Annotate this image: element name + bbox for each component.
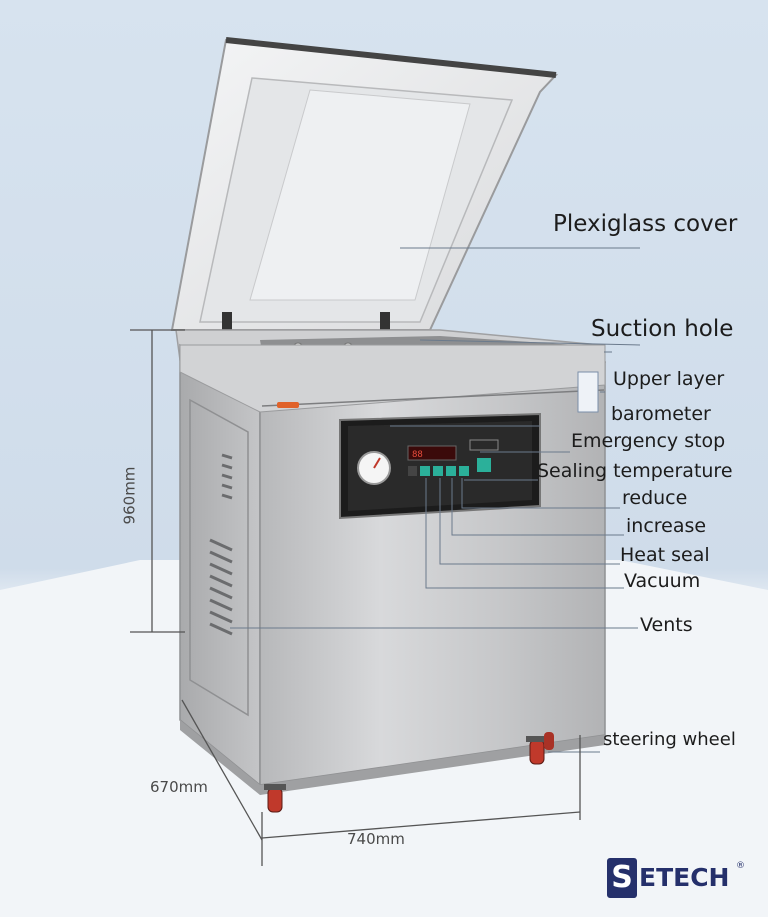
vacuum-button[interactable] — [420, 466, 430, 476]
label-heat-seal: Heat seal — [620, 544, 710, 566]
setech-logo: S ETECH ® — [607, 858, 747, 900]
increase-button[interactable] — [446, 466, 456, 476]
lid-hinge-left — [222, 312, 232, 330]
wheel-right-back — [544, 732, 554, 750]
label-vacuum: Vacuum — [624, 570, 701, 592]
control-panel: 88 — [339, 412, 541, 520]
label-upper-layer: Upper layer — [613, 368, 725, 390]
label-steering-wheel: steering wheel — [603, 729, 736, 750]
dimension-width: 740mm — [347, 830, 405, 848]
label-sealing-temperature: Sealing temperature — [537, 460, 733, 482]
temperature-display — [407, 445, 457, 461]
dimension-depth: 670mm — [150, 778, 208, 796]
side-vents — [209, 453, 233, 636]
label-increase: increase — [626, 515, 707, 537]
label-plexiglass-cover: Plexiglass cover — [553, 211, 738, 237]
logo-registered-mark: ® — [736, 861, 745, 871]
lid-hinge-right — [380, 312, 390, 330]
wheel-left-front — [264, 784, 286, 813]
side-panel-door — [189, 398, 249, 717]
label-barometer: barometer — [611, 403, 711, 425]
plexiglass-lid — [170, 37, 559, 331]
svg-text:88: 88 — [412, 450, 423, 460]
warning-sticker — [577, 371, 599, 413]
leader-lines — [230, 247, 641, 753]
label-emergency-stop: Emergency stop — [571, 430, 726, 452]
label-suction-hole: Suction hole — [591, 316, 734, 342]
wheel-right-front — [526, 736, 548, 765]
label-reduce: reduce — [622, 487, 688, 509]
dimension-height: 960mm — [120, 466, 139, 525]
power-button[interactable] — [408, 466, 417, 476]
emergency-stop-button[interactable] — [477, 458, 491, 472]
label-vents: Vents — [640, 614, 693, 636]
reduce-button[interactable] — [459, 466, 469, 476]
status-lights — [469, 439, 499, 451]
orange-handle-icon — [277, 402, 299, 408]
logo-text: ETECH — [639, 863, 730, 892]
logo-initial: S — [607, 858, 637, 898]
dimension-lines — [130, 329, 581, 866]
heat-seal-button[interactable] — [433, 466, 443, 476]
